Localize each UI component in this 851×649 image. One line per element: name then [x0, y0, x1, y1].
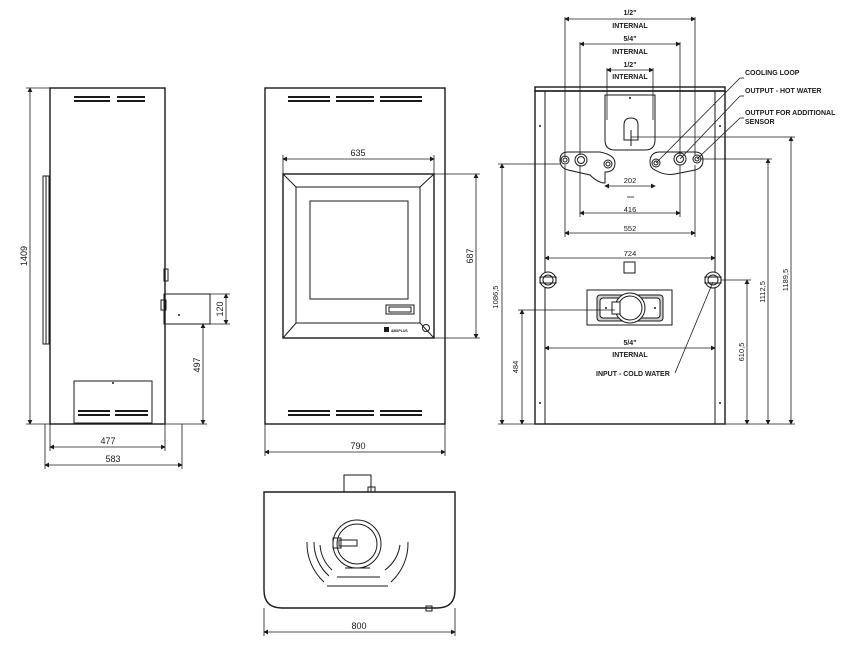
dim-rear-pipe-1: 1/2"	[623, 10, 636, 17]
front-body	[264, 87, 446, 425]
side-ash-pan	[73, 380, 153, 424]
dim-rear-1086: 1086,5	[491, 286, 500, 309]
dim-rear-internal-2: INTERNAL	[612, 49, 648, 56]
dim-side-outlet-elevation: 497	[192, 357, 202, 372]
dim-rear-416: 416	[624, 205, 637, 214]
side-outlet	[163, 293, 211, 325]
top-body	[263, 491, 456, 609]
dim-rear-1112: 1112,5	[758, 281, 767, 303]
front-door	[282, 173, 435, 339]
dim-side-outlet-height: 120	[215, 301, 225, 316]
front-view: ABSPLUS	[264, 87, 480, 456]
dim-rear-internal-3: INTERNAL	[612, 74, 648, 81]
rear-left-flange	[559, 151, 616, 184]
label-output-sensor-2: SENSOR	[745, 119, 775, 126]
dim-rear-552: 552	[624, 224, 637, 233]
side-top-vents	[74, 96, 145, 102]
dim-door-width: 635	[350, 148, 365, 158]
dim-front-width: 790	[350, 441, 365, 451]
label-input-cold-water: INPUT - COLD WATER	[596, 371, 670, 378]
rear-top-plate	[604, 94, 656, 151]
rear-flue-box	[586, 289, 673, 326]
front-glass	[309, 200, 409, 300]
dim-rear-bottom-internal: INTERNAL	[612, 352, 648, 359]
dim-rear-pipe-2: 5/4"	[623, 36, 636, 43]
brand-text: ABSPLUS	[391, 329, 408, 333]
label-output-sensor-1: OUTPUT FOR ADDITIONAL	[745, 110, 836, 117]
dim-rear-202: 202	[624, 176, 637, 185]
dim-side-depth-total: 583	[105, 454, 120, 464]
dim-side-height: 1409	[19, 246, 29, 266]
rear-body	[534, 90, 726, 425]
dim-rear-bottom-pipe: 5/4"	[623, 340, 636, 347]
side-view	[26, 87, 230, 469]
brand-logo	[384, 327, 389, 332]
dim-top-width: 800	[351, 621, 366, 631]
dim-rear-724: 724	[624, 249, 637, 258]
label-output-hot-water: OUTPUT - HOT WATER	[745, 88, 821, 95]
rear-view	[498, 16, 795, 425]
front-door-handle	[385, 304, 415, 315]
side-bottom-vents	[78, 410, 148, 416]
dim-rear-internal-1: INTERNAL	[612, 23, 648, 30]
top-view	[263, 474, 456, 636]
dim-side-depth-inner: 477	[100, 436, 115, 446]
dim-rear-pipe-3: 1/2"	[623, 62, 636, 69]
rear-right-flange	[649, 151, 704, 175]
top-flue-inner	[336, 523, 378, 565]
side-body	[49, 87, 166, 425]
rear-sensor-slot	[623, 117, 639, 141]
front-bottom-vents	[288, 410, 422, 416]
front-top-vents	[288, 96, 422, 102]
top-vent-slots	[306, 541, 409, 587]
dim-rear-1189: 1189,5	[781, 269, 790, 291]
dim-rear-610: 610,5	[737, 343, 746, 362]
label-cooling-loop: COOLING LOOP	[745, 70, 800, 77]
dim-door-height: 687	[465, 248, 475, 263]
dim-rear-484: 484	[511, 361, 520, 374]
